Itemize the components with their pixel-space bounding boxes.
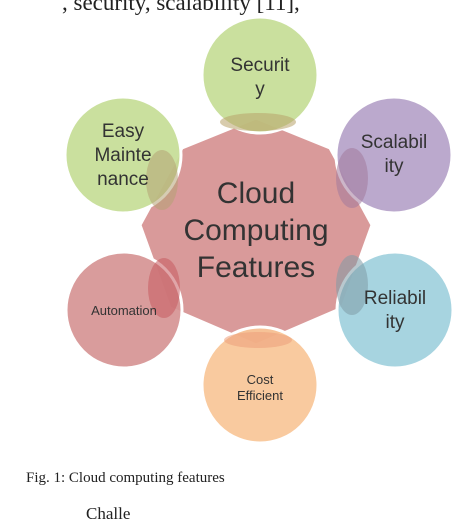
overlap-scalability <box>336 148 368 208</box>
center-label-line-3: Features <box>197 251 315 284</box>
node-label-cost-efficient: Cost Efficient <box>237 372 283 403</box>
center-label-line-2: Computing <box>183 214 328 247</box>
node-label-easy-maintenance: Easy Mainte nance <box>94 121 151 190</box>
node-label-security: Securit y <box>230 55 290 100</box>
figure-caption: Fig. 1: Cloud computing features <box>26 470 225 486</box>
center-label-line-1: Cloud <box>217 177 295 210</box>
overlap-security <box>220 113 296 131</box>
center-label: Cloud Computing Features <box>183 177 328 284</box>
security-label-line-2: y <box>255 79 265 100</box>
automation-label-line-1: Automation <box>91 303 157 318</box>
overlap-easy-maintenance <box>146 150 178 210</box>
node-circle-cost-efficient <box>200 325 320 445</box>
reliability-label-line-2: ity <box>386 312 406 333</box>
security-label-line-1: Securit <box>230 55 290 76</box>
easy-maintenance-label-line-1: Easy <box>102 121 145 142</box>
node-label-automation: Automation <box>91 303 157 318</box>
node-circle-security <box>200 15 320 135</box>
cloud-features-diagram: Cloud Computing Features Securit y Scala… <box>63 15 452 445</box>
easy-maintenance-label-line-2: Mainte <box>94 145 151 166</box>
easy-maintenance-label-line-3: nance <box>97 169 149 190</box>
overlap-automation <box>148 258 180 318</box>
overlap-cost-efficient <box>224 332 292 348</box>
node-label-scalability: Scalabil ity <box>361 132 428 177</box>
overlap-reliability <box>336 255 368 315</box>
node-label-reliability: Reliabil ity <box>364 288 426 333</box>
scalability-label-line-1: Scalabil <box>361 132 428 153</box>
cost-efficient-label-line-2: Efficient <box>237 388 283 403</box>
cost-efficient-label-line-1: Cost <box>247 372 274 387</box>
clipped-top-text: , security, scalability [11], <box>62 0 300 15</box>
clipped-bottom-text: Challe <box>86 504 131 523</box>
reliability-label-line-1: Reliabil <box>364 288 426 309</box>
scalability-label-line-2: ity <box>385 156 405 177</box>
